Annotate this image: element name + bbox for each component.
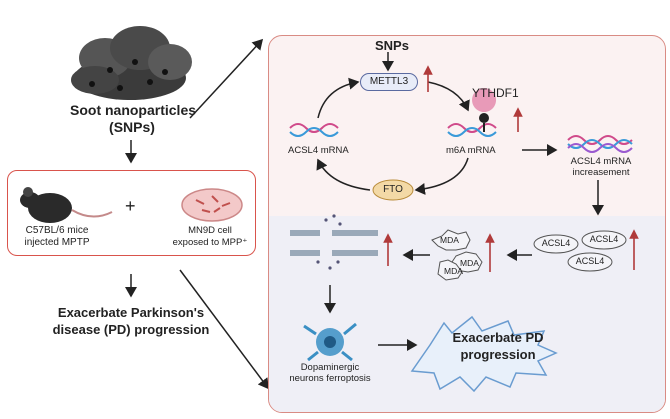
- acsl4-pill-b: [581, 230, 627, 250]
- m6a-mrna-icon: [447, 123, 497, 137]
- increase-line1: ACSL4 mRNA: [570, 156, 632, 167]
- mda-label-c: MDA: [444, 266, 463, 276]
- mettl3-pill: METTL3: [360, 73, 418, 91]
- soot-cloud-icon: [71, 26, 192, 100]
- snp-title-line1: Soot nanoparticles: [70, 102, 197, 118]
- cell-label-line2: exposed to MPP⁺: [172, 237, 248, 248]
- acsl4-mrna-label: ACSL4 mRNA: [288, 145, 349, 156]
- burst-line2: progression: [460, 347, 536, 362]
- arrow-to-mechanism: [189, 38, 264, 119]
- petri-dish-icon: [181, 188, 243, 222]
- mice-label-line1: C57BL/6 mice: [25, 225, 89, 236]
- ythdf1-icon: [472, 88, 497, 132]
- arrow-to-ferroptosis: [179, 269, 269, 390]
- acsl4-label-b: ACSL4: [589, 234, 619, 244]
- acsl4-label-a: ACSL4: [541, 238, 571, 248]
- mda-label-b: MDA: [460, 258, 479, 268]
- increase-line2: increasement: [572, 167, 630, 178]
- neuron-line1: Dopaminergic: [300, 362, 360, 373]
- snp-title-line2: (SNPs): [109, 119, 155, 135]
- outcome-line1: Exacerbate Parkinson's: [57, 305, 205, 320]
- acsl4-pill-c: [567, 252, 613, 272]
- acsl4-pill-a: [533, 234, 579, 254]
- m6a-mrna-label: m6A mRNA: [446, 145, 496, 156]
- outcome-line2: disease (PD) progression: [52, 322, 210, 337]
- acsl4-increase-icon: [567, 135, 633, 153]
- mice-label-line2: injected MPTP: [24, 237, 90, 248]
- mda-label-a: MDA: [440, 235, 459, 245]
- cell-label-line1: MN9D cell: [188, 225, 232, 236]
- acsl4-mrna-icon: [289, 123, 339, 137]
- acsl4-label-c: ACSL4: [575, 256, 605, 266]
- mouse-icon: [20, 187, 113, 223]
- fto-label: FTO: [383, 184, 403, 195]
- mda-cluster: [431, 229, 483, 281]
- plus-sign: +: [125, 196, 136, 216]
- burst-line1: Exacerbate PD: [452, 330, 544, 345]
- burst-shape: [410, 315, 558, 393]
- neuron-line2: neurons ferroptosis: [289, 373, 371, 384]
- fto-shape: [372, 179, 414, 201]
- ythdf1-label: YTHDF1: [472, 86, 519, 100]
- neuron-icon: [303, 322, 357, 362]
- cycle-snps-label: SNPs: [375, 38, 409, 53]
- cell-membrane-icon: [290, 214, 378, 270]
